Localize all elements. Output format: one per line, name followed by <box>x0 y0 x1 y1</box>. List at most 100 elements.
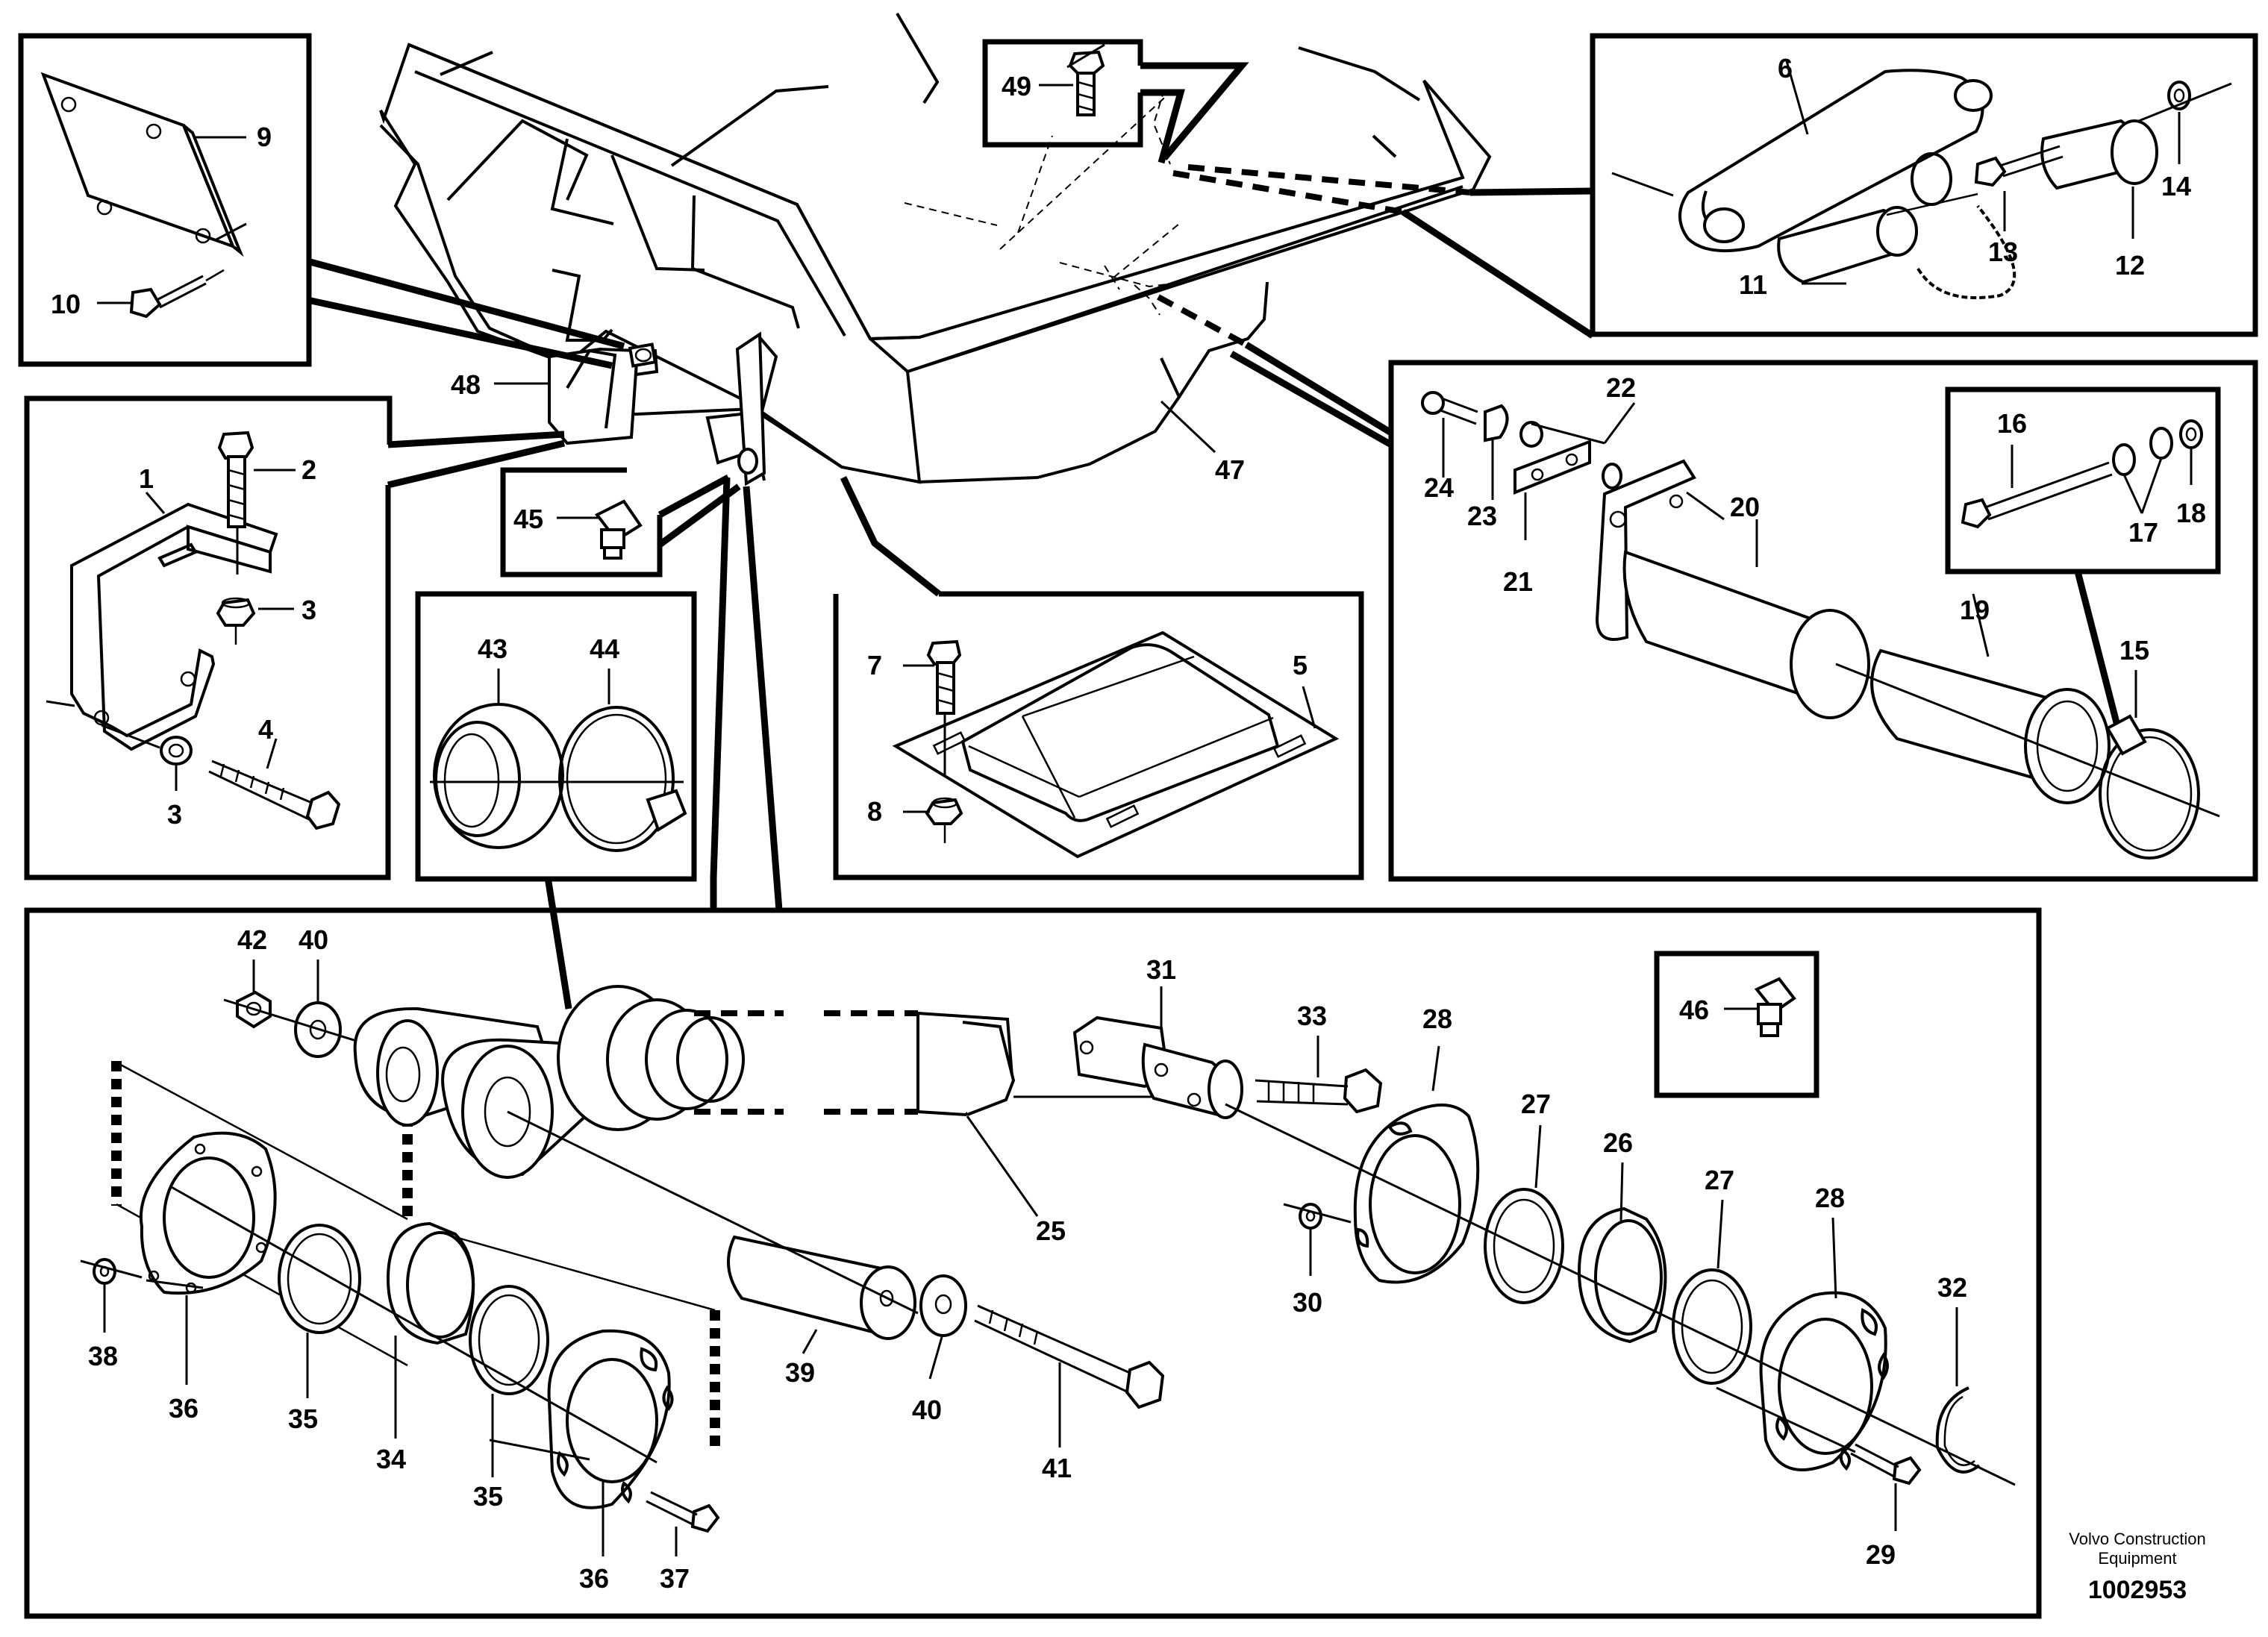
label-40-bottom: 40 <box>912 1395 942 1425</box>
label-26: 26 <box>1603 1127 1633 1158</box>
label-29: 29 <box>1866 1539 1896 1570</box>
detail-box-bracket: 1 2 3 4 3 <box>24 395 393 880</box>
label-27-top: 27 <box>1521 1089 1551 1119</box>
pad-5 <box>892 630 1340 859</box>
washers-17 <box>2112 427 2173 476</box>
clevis <box>353 1007 622 1179</box>
label-21: 21 <box>1503 566 1533 597</box>
callout-leaders <box>306 62 1595 1010</box>
detail-box-bolt-49: 49 <box>982 39 1143 148</box>
chain <box>1911 152 2016 299</box>
bellows-assembly <box>557 985 745 1131</box>
plate-21 <box>1513 439 1591 495</box>
bolt-24 <box>1421 391 1478 425</box>
label-48: 48 <box>451 369 481 400</box>
bolt-13 <box>1974 145 2064 187</box>
grease-nipple-46 <box>1754 977 1796 1037</box>
washer-38 <box>93 1258 116 1285</box>
main-body: 47 48 <box>379 12 1492 486</box>
label-40-top: 40 <box>299 924 328 955</box>
snap-ring-32 <box>1935 1386 1981 1474</box>
nut-8 <box>925 797 963 843</box>
label-36-right: 36 <box>579 1563 609 1594</box>
label-3-top: 3 <box>302 595 316 625</box>
nut-3 <box>216 597 256 645</box>
detail-box-link: 6 11 13 12 14 <box>1590 33 2258 337</box>
label-20: 20 <box>1730 492 1760 522</box>
washer-40-bottom <box>919 1274 967 1337</box>
link-arm-6 <box>1678 69 1993 253</box>
label-11: 11 <box>1739 269 1767 300</box>
label-12: 12 <box>2115 250 2145 281</box>
detail-box-cylinder: 16 17 18 <box>1388 360 2258 882</box>
label-28-top: 28 <box>1422 1004 1452 1034</box>
bolt-10 <box>129 269 225 319</box>
label-9: 9 <box>257 122 272 152</box>
label-31: 31 <box>1146 954 1176 985</box>
ring-27-bottom <box>1672 1268 1752 1385</box>
ring-27-top <box>1484 1188 1564 1304</box>
label-17: 17 <box>2128 517 2158 548</box>
pin-39 <box>727 1235 916 1340</box>
label-7: 7 <box>867 650 882 680</box>
label-23: 23 <box>1467 501 1497 531</box>
flange-36-left <box>139 1131 277 1295</box>
label-39: 39 <box>785 1357 815 1388</box>
bolt-7 <box>926 639 962 776</box>
bearing-26 <box>1577 1206 1667 1344</box>
detail-box-plate: 9 10 <box>18 33 312 367</box>
brand-line-2: Equipment <box>2098 1549 2176 1568</box>
label-6: 6 <box>1778 53 1793 84</box>
label-27-bottom: 27 <box>1705 1165 1734 1195</box>
label-41: 41 <box>1042 1453 1072 1483</box>
detail-box-grease-nipple-45: 45 <box>500 467 663 578</box>
label-15: 15 <box>2119 635 2149 666</box>
label-1: 1 <box>139 463 154 494</box>
label-18: 18 <box>2176 498 2206 528</box>
flange-36-right <box>547 1329 674 1509</box>
footer: Volvo Construction Equipment 1002953 <box>2069 1530 2205 1604</box>
bolt-37 <box>646 1491 720 1533</box>
spacer-23 <box>1484 404 1509 442</box>
label-19: 19 <box>1960 595 1990 625</box>
bearing-34 <box>386 1221 475 1345</box>
washer-22 <box>1519 421 1622 489</box>
label-42: 42 <box>237 924 267 955</box>
sleeve-19 <box>1870 648 2111 804</box>
cross-pin-31 <box>1072 1015 1243 1119</box>
grease-nipple-45 <box>594 499 643 560</box>
cylinder-20 <box>1595 459 1870 719</box>
label-22: 22 <box>1606 372 1636 403</box>
label-28-bottom: 28 <box>1815 1183 1845 1213</box>
label-45: 45 <box>513 504 543 534</box>
drawing-number: 1002953 <box>2088 1576 2187 1604</box>
label-25: 25 <box>1036 1215 1066 1246</box>
brand-line-1: Volvo Construction <box>2069 1530 2205 1548</box>
washer-30 <box>1299 1203 1322 1230</box>
bellows-43 <box>433 703 564 849</box>
nut-18 <box>2179 419 2203 449</box>
ring-35-left <box>278 1224 361 1334</box>
label-44: 44 <box>590 633 619 664</box>
label-30: 30 <box>1293 1287 1322 1318</box>
label-35-left: 35 <box>288 1403 318 1434</box>
flange-28-bottom <box>1759 1291 1889 1471</box>
bracket-part <box>70 502 278 751</box>
label-38: 38 <box>88 1341 118 1371</box>
label-13: 13 <box>1988 237 2018 267</box>
label-5: 5 <box>1293 650 1308 680</box>
flange-28-top <box>1353 1104 1480 1284</box>
label-10: 10 <box>51 289 81 319</box>
label-49: 49 <box>1002 71 1031 101</box>
label-35-right: 35 <box>473 1481 503 1512</box>
bolt-41 <box>974 1304 1165 1409</box>
washer-3 <box>160 736 193 791</box>
label-46: 46 <box>1679 995 1709 1025</box>
bolt-33 <box>1255 1068 1383 1114</box>
bolt-4 <box>208 760 341 830</box>
label-2: 2 <box>302 454 316 485</box>
bolt-16 <box>1961 461 2113 529</box>
bolt-2 <box>217 431 254 575</box>
label-33: 33 <box>1297 1001 1327 1031</box>
detail-box-pad: 7 5 8 <box>833 591 1364 880</box>
